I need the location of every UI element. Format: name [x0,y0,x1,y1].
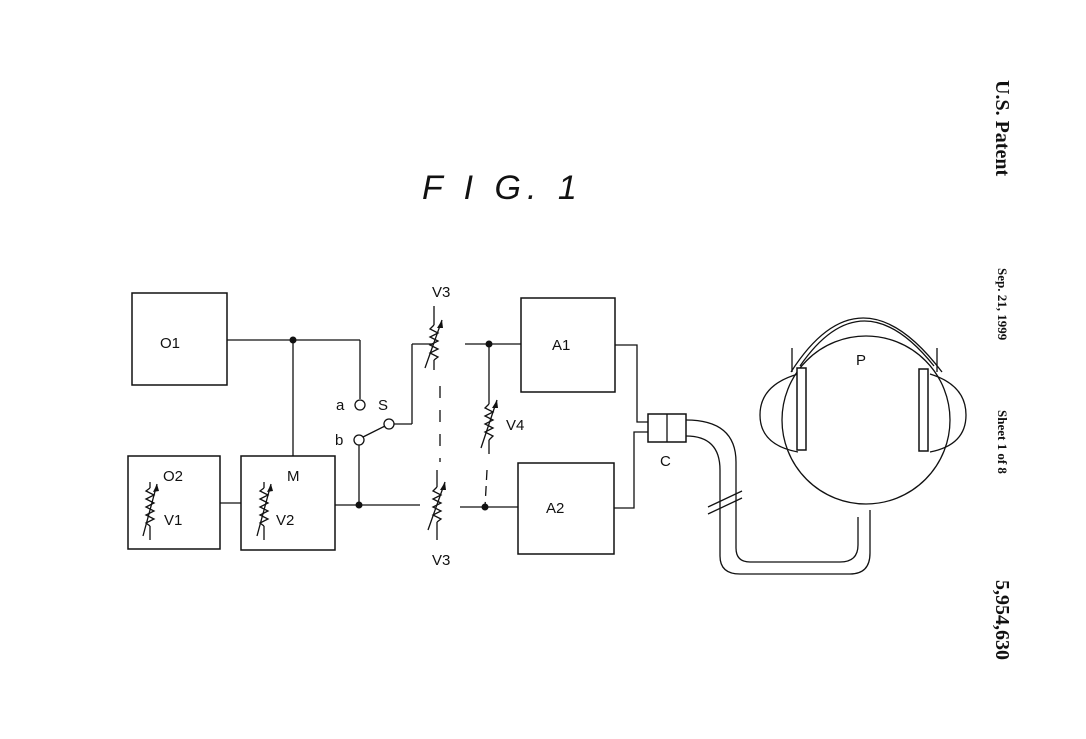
connector-c-label: C [660,453,671,470]
patent-label: U.S. Patent [991,80,1013,176]
oscillator-o1-label: O1 [160,335,180,352]
modulator-m-box [240,455,336,551]
patent-date: Sep. 21, 1999 [995,268,1010,341]
headphones-p-label: P [856,352,866,369]
cable-inner [685,435,871,575]
variable-resistor-v3-bottom [427,470,446,540]
headband-outer [790,317,943,373]
left-ear-cup [759,373,799,453]
resistor-v1-label: V1 [164,512,182,529]
amplifier-a1-box [520,297,616,393]
wire-a1-connector [615,344,648,423]
terminal-b-label: b [335,432,343,449]
amplifier-a1-label: A1 [552,337,570,354]
left-earpiece [796,367,807,451]
patent-number: 5,954,630 [991,580,1013,660]
variable-resistor-v4 [480,344,498,508]
variable-resistor-v2 [256,482,273,540]
switch-terminal-a [354,399,366,411]
terminal-a-label: a [336,397,345,414]
figure-title: F I G. 1 [422,169,583,207]
right-ear-cup [929,373,967,453]
header-vertical: U.S. Patent Sep. 21, 1999 Sheet 1 of 8 5… [991,80,1013,660]
switch-s-label: S [378,397,388,414]
variable-resistor-v3-top [424,306,443,370]
headband-inner [799,320,935,367]
switch-terminal-b [353,434,365,446]
right-earpiece [918,368,929,452]
cable-break-2 [707,497,743,515]
amplifier-a2-label: A2 [546,500,564,517]
oscillator-o1-box [131,292,228,386]
cable-break-1 [707,490,743,508]
resistor-v4-label: V4 [506,417,524,434]
resistor-v3-bottom-label: V3 [432,552,450,569]
headphones-p [759,317,967,505]
amplifier-a2-box [517,462,615,555]
variable-resistor-v1 [142,482,159,540]
resistor-v3-top-label: V3 [432,284,450,301]
oscillator-o2-label: O2 [163,468,183,485]
listener-head [781,335,951,505]
resistor-v2-label: V2 [276,512,294,529]
cable-outer [685,419,859,563]
switch-arm [362,425,386,438]
modulator-m-label: M [287,468,300,485]
wire-a2-connector [614,431,648,509]
sheet-number: Sheet 1 of 8 [995,410,1010,474]
switch-pivot [383,418,395,430]
